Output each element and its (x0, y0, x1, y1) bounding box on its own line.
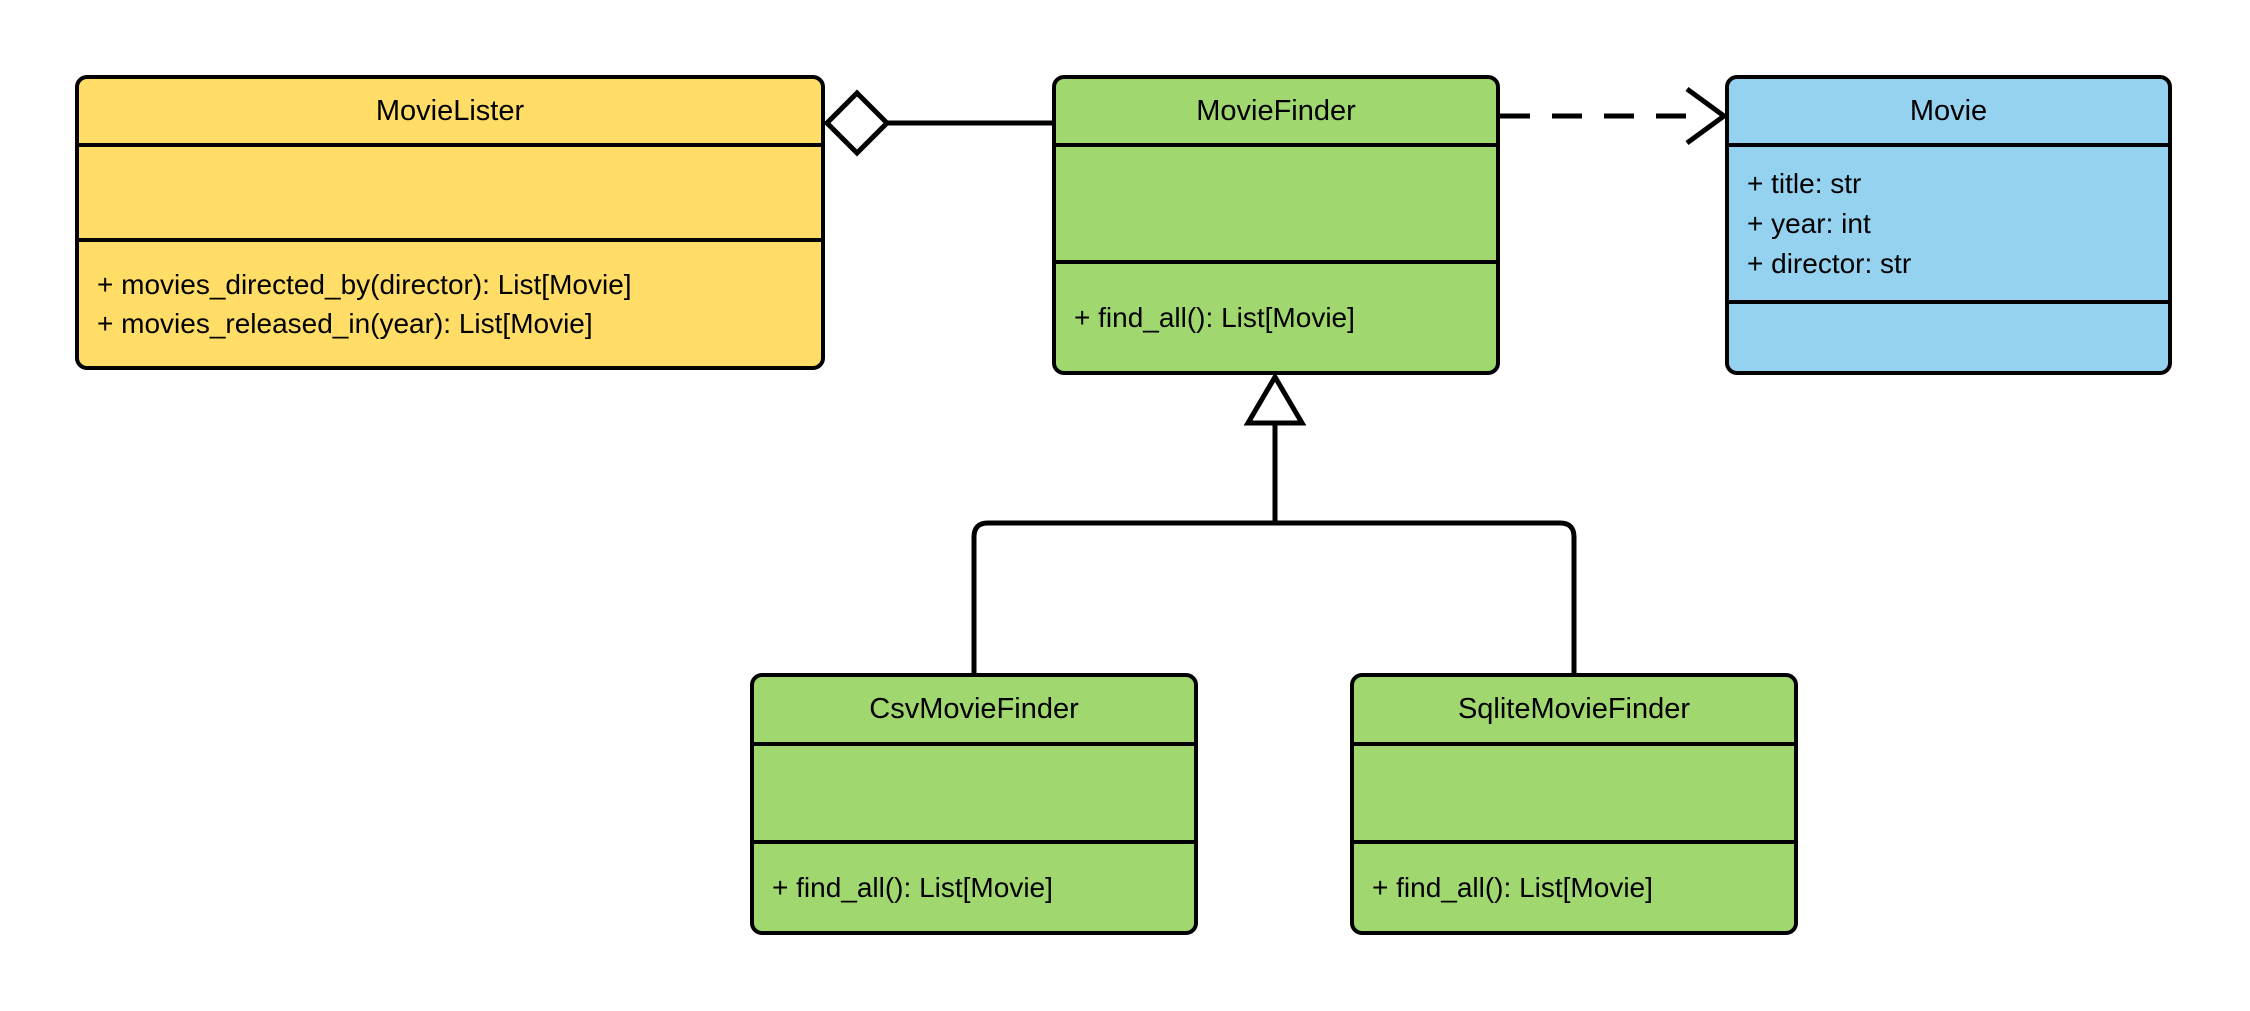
class-title: Movie (1729, 79, 2168, 143)
class-name-label: CsvMovieFinder (869, 693, 1079, 725)
method-label: + find_all(): List[Movie] (772, 872, 1053, 903)
class-box-csvmoviefinder: CsvMovieFinder + find_all(): List[Movie] (750, 673, 1198, 935)
class-title: SqliteMovieFinder (1354, 677, 1794, 742)
class-methods-section: + find_all(): List[Movie] (1056, 260, 1496, 371)
method-label: + find_all(): List[Movie] (1372, 872, 1653, 903)
class-box-sqlitemoviefinder: SqliteMovieFinder + find_all(): List[Mov… (1350, 673, 1798, 935)
method-label: + movies_released_in(year): List[Movie] (97, 308, 593, 339)
aggregation-diamond-icon (823, 89, 891, 157)
class-title: CsvMovieFinder (754, 677, 1194, 742)
class-box-movielister: MovieLister + movies_directed_by(directo… (75, 75, 825, 370)
class-title: MovieLister (79, 79, 821, 143)
class-box-moviefinder: MovieFinder + find_all(): List[Movie] (1052, 75, 1500, 375)
class-name-label: SqliteMovieFinder (1457, 693, 1691, 725)
dependency-arrowhead-icon (1685, 86, 1729, 146)
attribute-label: + director: str (1747, 247, 1912, 279)
attribute-label: + year: int (1747, 207, 1871, 239)
inheritance-branch-line (971, 520, 1577, 673)
class-box-movie: Movie + title: str + year: int + directo… (1725, 75, 2172, 375)
class-name-label: Movie (1909, 94, 1988, 127)
class-attributes-section (754, 742, 1194, 840)
class-methods-section: + movies_directed_by(director): List[Mov… (79, 238, 821, 366)
class-methods-section: + find_all(): List[Movie] (1354, 840, 1794, 931)
class-name-label: MovieFinder (1196, 94, 1356, 127)
class-name-label: MovieLister (375, 94, 525, 127)
class-attributes-section (1056, 143, 1496, 260)
class-methods-section: + find_all(): List[Movie] (754, 840, 1194, 931)
class-title: MovieFinder (1056, 79, 1496, 143)
attribute-label: + title: str (1747, 167, 1862, 199)
class-attributes-section (1354, 742, 1794, 840)
class-methods-section (1729, 300, 2168, 371)
class-attributes-section (79, 143, 821, 238)
method-label: + find_all(): List[Movie] (1074, 302, 1355, 333)
method-label: + movies_directed_by(director): List[Mov… (97, 269, 632, 300)
inheritance-triangle-icon (1243, 372, 1307, 426)
class-attributes-section: + title: str + year: int + director: str (1729, 143, 2168, 300)
